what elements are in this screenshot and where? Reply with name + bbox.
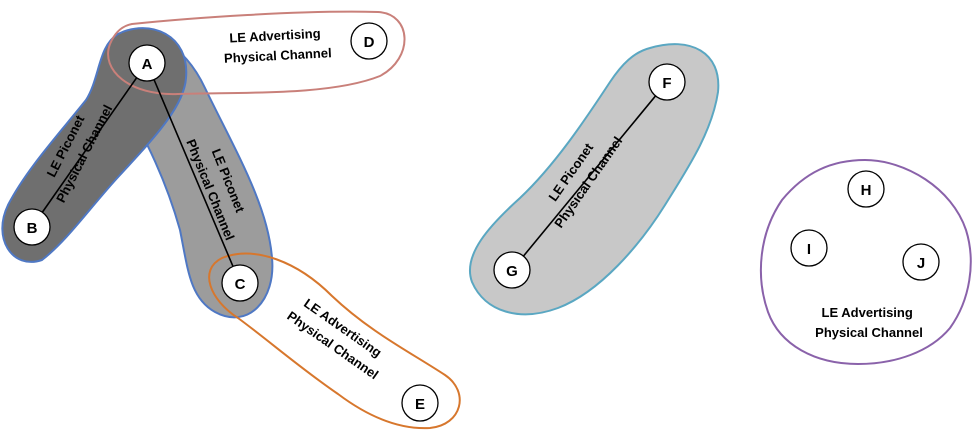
advertising-ce-region (208, 252, 461, 430)
node-g-label: G (506, 263, 518, 280)
link-a-c (146, 62, 241, 284)
advertising-ad-region (107, 10, 406, 96)
node-c: C (221, 264, 259, 302)
node-a-label: A (142, 56, 153, 73)
node-d: D (350, 22, 388, 60)
advertising-ad-label-line2: Physical Channel (224, 45, 332, 66)
advertising-hij-label: LE Advertising Physical Channel (815, 305, 923, 340)
node-h-label: H (861, 182, 872, 199)
node-b-label: B (27, 220, 38, 237)
node-i-label: I (807, 241, 811, 258)
node-h: H (847, 170, 885, 208)
advertising-ad-label: LE Advertising Physical Channel (223, 25, 332, 66)
link-f-g (511, 81, 668, 271)
advertising-ce-label: LE Advertising Physical Channel (284, 292, 392, 382)
advertising-hij-region (759, 158, 972, 366)
node-g: G (493, 251, 531, 289)
node-b: B (13, 208, 51, 246)
node-a: A (128, 44, 166, 82)
node-d-label: D (364, 34, 375, 51)
node-j: J (902, 243, 940, 281)
node-j-label: J (917, 255, 925, 272)
node-e: E (401, 384, 439, 422)
advertising-hij-label-line2: Physical Channel (815, 325, 923, 340)
advertising-ad-label-line1: LE Advertising (229, 26, 321, 46)
node-e-label: E (415, 396, 425, 413)
advertising-hij-label-line1: LE Advertising (822, 305, 913, 320)
node-c-label: C (235, 276, 246, 293)
node-i: I (790, 229, 828, 267)
node-f-label: F (662, 75, 671, 92)
node-f: F (648, 63, 686, 101)
link-a-b (31, 62, 148, 228)
